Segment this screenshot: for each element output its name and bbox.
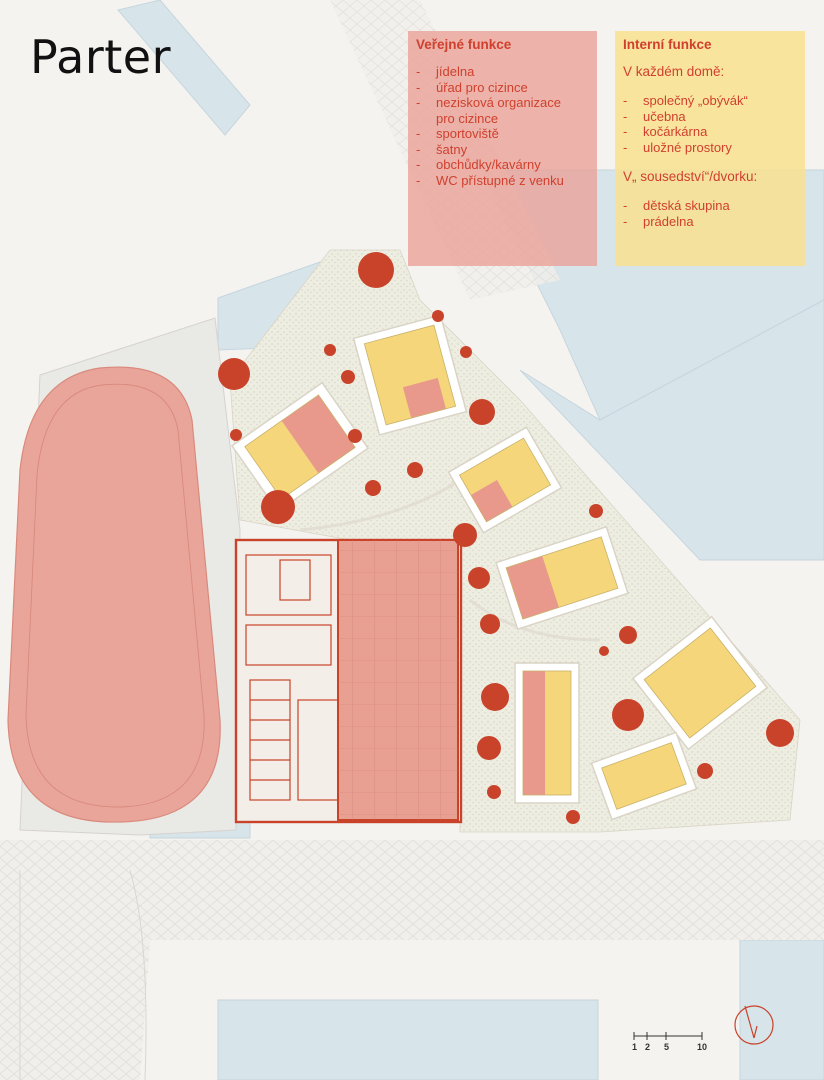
- house-7: [590, 731, 698, 821]
- scale-label: 10: [697, 1042, 708, 1052]
- legend-internal-item: učebna: [623, 109, 797, 125]
- house-6: [631, 615, 769, 751]
- legend-public-heading: Veřejné funkce: [416, 37, 512, 52]
- legend-public-item: šatny: [416, 142, 589, 158]
- legend-internal-item: společný „obývák“: [623, 93, 797, 109]
- north-arrow-icon: [734, 1005, 774, 1045]
- sports-hall: [234, 538, 463, 824]
- legend-public-list: jídelna úřad pro cizince nezisková organ…: [416, 64, 589, 188]
- legend-internal-group2-title: V„ sousedství“/dvorku:: [623, 169, 758, 184]
- legend-internal-heading: Interní funkce: [623, 37, 712, 52]
- legend-public-item: jídelna: [416, 64, 589, 80]
- tree-icon: [218, 252, 794, 824]
- legend-internal-item: dětská skupina: [623, 198, 797, 214]
- house-4: [495, 525, 629, 631]
- legend-internal-group1-list: společný „obývák“ učebna kočárkárna ulož…: [623, 93, 797, 155]
- house-3: [447, 426, 563, 534]
- legend-internal-item: kočárkárna: [623, 124, 797, 140]
- scale-label: 1: [632, 1042, 638, 1052]
- legend-public-item: úřad pro cizince: [416, 80, 589, 96]
- legend-internal-functions: Interní funkce V každém domě: společný „…: [615, 31, 805, 266]
- sports-field: [7, 317, 241, 836]
- legend-public-item: WC přístupné z venku: [416, 173, 589, 189]
- legend-public-item: nezisková organizace: [416, 95, 589, 111]
- page-title: Parter: [30, 30, 172, 84]
- house-2: [352, 314, 468, 436]
- legend-public-functions: Veřejné funkce jídelna úřad pro cizince …: [408, 31, 597, 266]
- scale-label: 5: [664, 1042, 670, 1052]
- house-1: [230, 381, 370, 513]
- legend-public-item: obchůdky/kavárny: [416, 157, 589, 173]
- house-5: [514, 662, 580, 804]
- legend-internal-item: uložné prostory: [623, 140, 797, 156]
- legend-public-item: pro cizince: [436, 110, 499, 126]
- scale-bar: [633, 1032, 703, 1040]
- residential-houses: [230, 314, 769, 821]
- scale-label: 2: [645, 1042, 651, 1052]
- legend-internal-group2-list: dětská skupina prádelna: [623, 198, 797, 229]
- legend-public-item: sportoviště: [416, 126, 589, 142]
- legend-internal-item: prádelna: [623, 214, 797, 230]
- legend-internal-group1-title: V každém domě:: [623, 64, 725, 79]
